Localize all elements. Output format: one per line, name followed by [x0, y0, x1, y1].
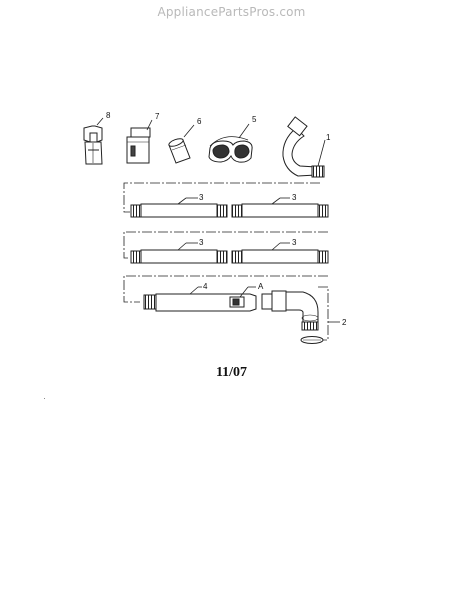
assembly-bracket-3: [123, 275, 328, 303]
part-3-tube-b: [231, 203, 329, 218]
callout-6: 6: [197, 117, 202, 126]
leader-1: [317, 139, 326, 167]
scan-speck: [44, 398, 45, 399]
leader-3a: [177, 197, 187, 205]
watermark: AppliancePartsPros.com: [157, 5, 306, 19]
part-6-filter: [168, 138, 191, 164]
part-8-nozzle: [83, 125, 103, 165]
callout-A: A: [258, 282, 264, 291]
callout-3c: 3: [199, 238, 204, 247]
leader-6: [183, 124, 195, 138]
callout-3b: 3: [292, 193, 297, 202]
part-3-tube-a: [130, 203, 228, 218]
part-3-tube-d: [231, 249, 329, 264]
assembly-bracket-2: [123, 231, 328, 259]
part-4-tube: [143, 293, 257, 312]
callout-2: 2: [342, 318, 347, 327]
callout-3d: 3: [292, 238, 297, 247]
assembly-bracket-4: [318, 286, 329, 341]
part-7-canister: [126, 127, 151, 164]
part-2-outlet-elbow: [261, 290, 319, 331]
leader-4: [189, 286, 199, 295]
part-3-tube-c: [130, 249, 228, 264]
callout-4: 4: [203, 282, 208, 291]
leader-A: [239, 286, 249, 298]
callout-7: 7: [155, 112, 160, 121]
band-clamp: [300, 336, 324, 344]
leader-7: [146, 119, 153, 131]
leader-5: [238, 123, 250, 139]
part-5-goggles: [208, 136, 253, 163]
leader-3c: [177, 242, 187, 251]
callout-3a: 3: [199, 193, 204, 202]
assembly-bracket-1: [123, 182, 320, 213]
leader-3b: [271, 197, 281, 205]
part-1-elbow-tube: [282, 116, 325, 178]
callout-5: 5: [252, 115, 257, 124]
leader-8: [96, 117, 104, 126]
callout-8: 8: [106, 111, 111, 120]
leader-3d: [271, 242, 281, 251]
callout-1: 1: [326, 133, 331, 142]
diagram-date: 11/07: [215, 365, 248, 380]
